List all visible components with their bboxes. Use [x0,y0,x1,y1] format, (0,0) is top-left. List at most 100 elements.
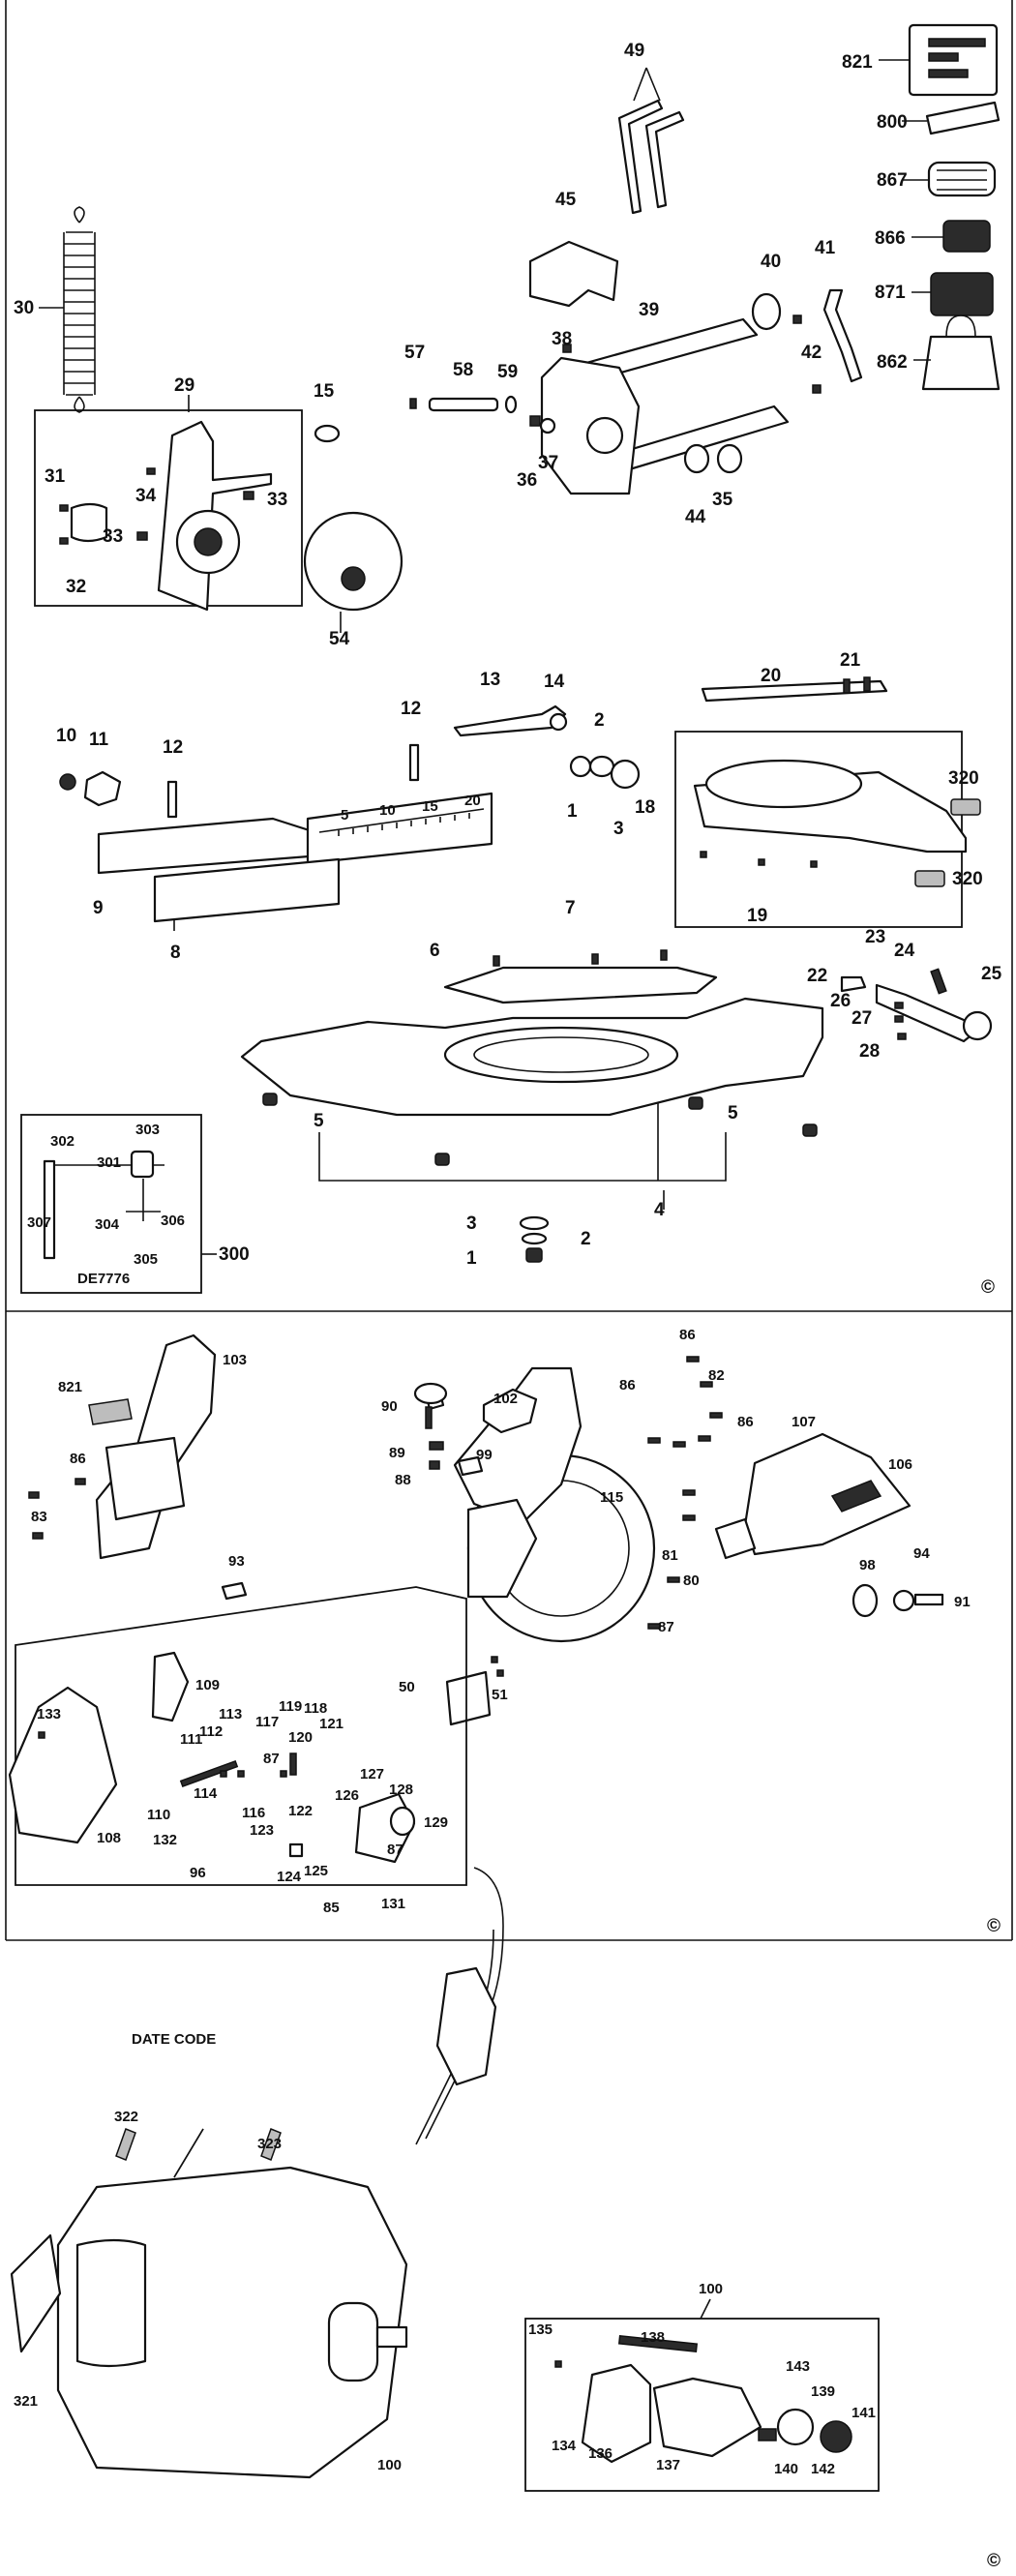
callout-label: 320 [952,869,983,889]
callout-label: 112 [199,1723,223,1740]
callout-label: 21 [840,650,861,671]
callout-label: 322 [114,2109,138,2125]
scale-number: 15 [422,798,438,815]
callout-label: 306 [161,1213,185,1229]
scale-number: 20 [464,793,481,809]
callout-label: 133 [37,1706,61,1722]
callout-label: 100 [699,2281,723,2297]
callout-label: 4 [654,1200,665,1220]
callout-label: 13 [480,670,500,690]
callout-label: 114 [194,1785,218,1802]
section-saw-head [8,1333,944,1886]
callout-label: 321 [14,2393,38,2410]
callout-label: 99 [476,1447,493,1463]
callout-label: 121 [319,1716,344,1732]
callout-label: 19 [747,906,767,926]
callout-label: 862 [877,352,908,373]
callout-label: 140 [774,2461,798,2477]
callout-label: 58 [453,360,473,380]
callout-label: 129 [424,1814,448,1831]
section-arm-and-accessories [34,23,1001,633]
callout-label: 25 [981,964,1002,984]
callout-label: 22 [807,966,827,986]
callout-label: 871 [875,283,906,303]
callout-label: 119 [279,1698,302,1715]
callout-label: 49 [624,41,644,61]
model-label: DE7776 [77,1271,130,1287]
callout-label: 87 [387,1842,403,1858]
callout-label: 305 [134,1251,158,1268]
callout-label: 111 [180,1731,202,1748]
callout-label: 12 [163,737,183,758]
callout-label: 87 [658,1619,674,1635]
callout-label: 132 [153,1832,177,1848]
callout-label: 2 [581,1229,591,1249]
scale-number: 5 [341,807,348,824]
callout-label: 123 [250,1822,274,1839]
callout-label: 18 [635,797,655,818]
callout-label: 115 [600,1489,623,1506]
callout-label: 102 [493,1391,518,1407]
callout-label: 12 [401,699,421,719]
callout-label: 131 [381,1896,405,1912]
callout-label: 100 [377,2457,402,2473]
callout-label: 36 [517,470,537,491]
scale-number: 10 [379,802,396,819]
callout-label: 304 [95,1216,120,1233]
callout-label: 6 [430,941,440,961]
callout-label: 142 [811,2461,835,2477]
callout-label: 54 [329,629,350,649]
callout-label: 302 [50,1133,75,1150]
callout-label: 23 [865,927,885,947]
callout-label: 85 [323,1900,340,1916]
callout-label: 10 [56,726,76,746]
callout-label: 15 [314,381,335,402]
callout-label: 96 [190,1865,206,1881]
callout-label: 33 [267,490,287,510]
callout-label: 323 [257,2136,282,2152]
callout-label: 39 [639,300,659,320]
callout-label: 88 [395,1472,411,1488]
callout-label: 34 [135,486,157,506]
callout-label: 11 [89,730,109,750]
callout-label: 51 [492,1687,508,1703]
callout-label: 867 [877,170,908,191]
callout-label: 3 [466,1213,477,1234]
callout-label: 80 [683,1573,700,1589]
callout-label: 89 [389,1445,405,1461]
callout-label: 320 [948,768,979,789]
callout-label: 38 [552,329,572,349]
callout-labels: 49 821 800 45 867 866 871 862 30 40 41 3… [14,41,1002,2571]
callout-label: 866 [875,228,906,249]
callout-label: 110 [147,1807,170,1823]
callout-label: 821 [842,52,873,73]
callout-label: 125 [304,1863,328,1879]
callout-label: 29 [174,375,194,396]
callout-label: 127 [360,1766,384,1782]
callout-label: 303 [135,1122,160,1138]
callout-label: 108 [97,1830,121,1846]
callout-label: 118 [304,1700,327,1717]
callout-label: 136 [588,2445,613,2462]
callout-label: 138 [641,2329,665,2346]
callout-label: 139 [811,2383,835,2400]
callout-label: 128 [389,1782,413,1798]
callout-label: 82 [708,1367,725,1384]
callout-label: 135 [528,2321,553,2338]
callout-label: 2 [594,710,605,731]
callout-label: 42 [801,343,822,363]
callout-label: 30 [14,298,34,318]
callout-label: 300 [219,1244,250,1265]
callout-label: 45 [555,190,577,210]
callout-label: 40 [761,252,781,272]
callout-label: 20 [761,666,781,686]
callout-label: 103 [223,1352,247,1368]
callout-label: 116 [242,1805,265,1821]
callout-label: 107 [792,1414,816,1430]
callout-label: 37 [538,453,558,473]
callout-label: 5 [728,1103,738,1123]
callout-label: 41 [815,238,836,258]
date-code-label: DATE CODE [132,2031,216,2048]
callout-label: 86 [70,1451,86,1467]
